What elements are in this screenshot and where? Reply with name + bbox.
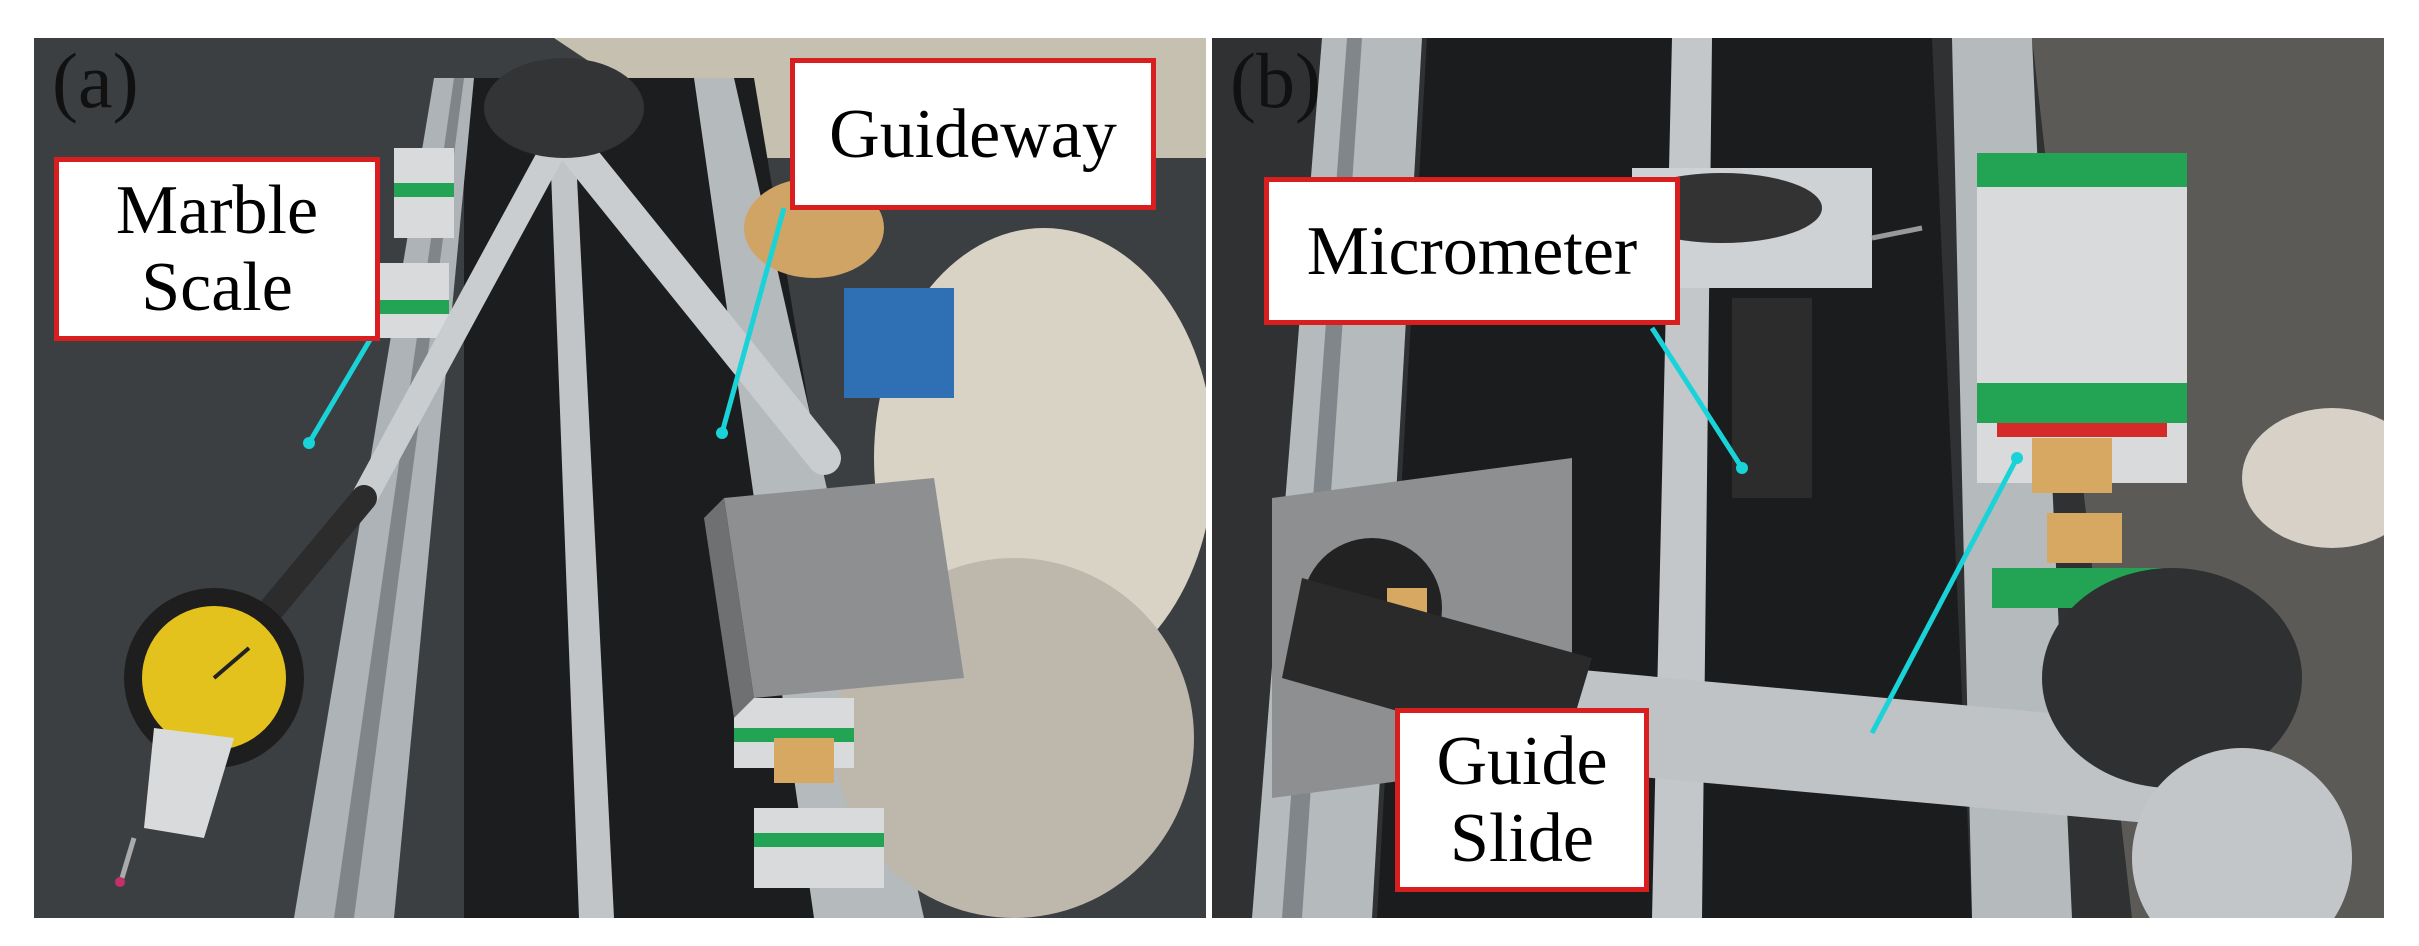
- label-line: Scale: [141, 249, 293, 326]
- leader-dot-micrometer: [1736, 462, 1748, 474]
- label-line: Slide: [1450, 800, 1594, 877]
- label-line: Guideway: [829, 95, 1117, 173]
- label-guide-slide: Guide Slide: [1395, 708, 1649, 892]
- leader-line-guideway: [719, 207, 787, 434]
- panel-letter-a: (a): [52, 38, 139, 124]
- label-line: Marble: [115, 172, 319, 249]
- panel-letter-b: (b): [1230, 38, 1321, 124]
- leader-dot-guideway: [716, 427, 728, 439]
- leader-line-marble: [306, 331, 377, 445]
- label-line: Guide: [1436, 723, 1608, 800]
- label-marble-scale: Marble Scale: [54, 157, 380, 341]
- photo-b-illustration: [1212, 38, 2384, 918]
- label-line: Micrometer: [1306, 212, 1638, 290]
- label-micrometer: Micrometer: [1264, 177, 1680, 325]
- leader-dot-guide-slide: [2011, 452, 2023, 464]
- photo-panel-b: (b): [1212, 38, 2384, 918]
- leader-dot-marble: [303, 437, 315, 449]
- leader-line-guide-slide: [1869, 456, 2020, 735]
- label-guideway: Guideway: [790, 58, 1156, 210]
- leader-line-micrometer: [1649, 326, 1745, 470]
